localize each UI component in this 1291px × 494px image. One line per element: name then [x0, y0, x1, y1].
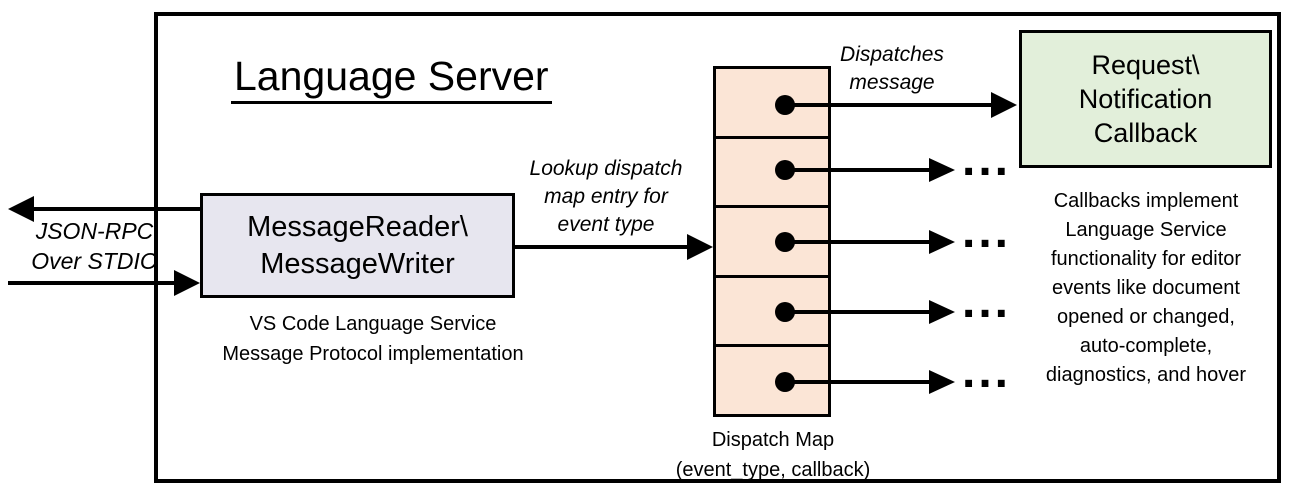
reader-box-line1: MessageReader\	[247, 210, 468, 243]
callback-box-line2: Notification	[1078, 84, 1213, 114]
callback-caption-line7: diagnostics, and hover	[1045, 364, 1247, 386]
dispatch-label-line1: Dispatches	[840, 43, 944, 66]
dispatch-map-table	[713, 66, 831, 417]
dispatch-map-cell	[716, 347, 828, 414]
dispatch-map-cell	[716, 138, 828, 209]
lookup-dispatch-label: Lookup dispatch map entry for event type	[517, 155, 695, 239]
callback-caption-line6: auto-complete,	[1079, 335, 1213, 357]
map-caption-line2: (event_type, callback)	[675, 459, 871, 481]
map-caption-line1: Dispatch Map	[711, 429, 835, 451]
dispatch-map-cell	[716, 69, 828, 139]
ellipsis-row2: ...	[962, 133, 1012, 186]
stdio-label-line2: Over STDIO	[31, 248, 158, 274]
diagram-title: Language Server	[231, 54, 552, 104]
lookup-label-line1: Lookup dispatch	[529, 157, 683, 180]
callback-caption-line1: Callbacks implement	[1053, 190, 1239, 212]
callback-box-line1: Request\	[1091, 50, 1200, 80]
callback-caption-line5: opened or changed,	[1057, 306, 1235, 328]
lookup-label-line3: event type	[557, 213, 655, 236]
message-reader-writer-box: MessageReader\ MessageWriter	[200, 193, 515, 298]
reader-box-line2: MessageWriter	[260, 247, 455, 280]
reader-caption-line1: VS Code Language Service	[249, 313, 497, 335]
callback-caption-line2: Language Service	[1065, 219, 1227, 241]
dispatch-map-caption: Dispatch Map (event_type, callback)	[628, 425, 918, 485]
request-notification-callback-box: Request\ Notification Callback	[1019, 30, 1272, 168]
stdio-label-line1: JSON-RPC	[35, 218, 154, 244]
callback-explanation-text: Callbacks implement Language Service fun…	[1008, 187, 1284, 390]
ellipsis-row5: ...	[962, 345, 1012, 398]
reader-box-caption: VS Code Language Service Message Protoco…	[197, 309, 549, 369]
callback-caption-line3: functionality for editor	[1050, 248, 1242, 270]
dispatch-map-cell	[716, 277, 828, 348]
callback-box-line3: Callback	[1093, 118, 1198, 148]
dispatches-message-label: Dispatches message	[816, 41, 968, 97]
dispatch-label-line2: message	[849, 71, 935, 94]
dispatch-map-cell	[716, 208, 828, 278]
json-rpc-stdio-label: JSON-RPC Over STDIO	[12, 216, 177, 276]
lookup-label-line2: map entry for	[544, 185, 668, 208]
ellipsis-row3: ...	[962, 205, 1012, 258]
reader-caption-line2: Message Protocol implementation	[222, 343, 524, 365]
callback-caption-line4: events like document	[1052, 277, 1240, 299]
ellipsis-row4: ...	[962, 275, 1012, 328]
